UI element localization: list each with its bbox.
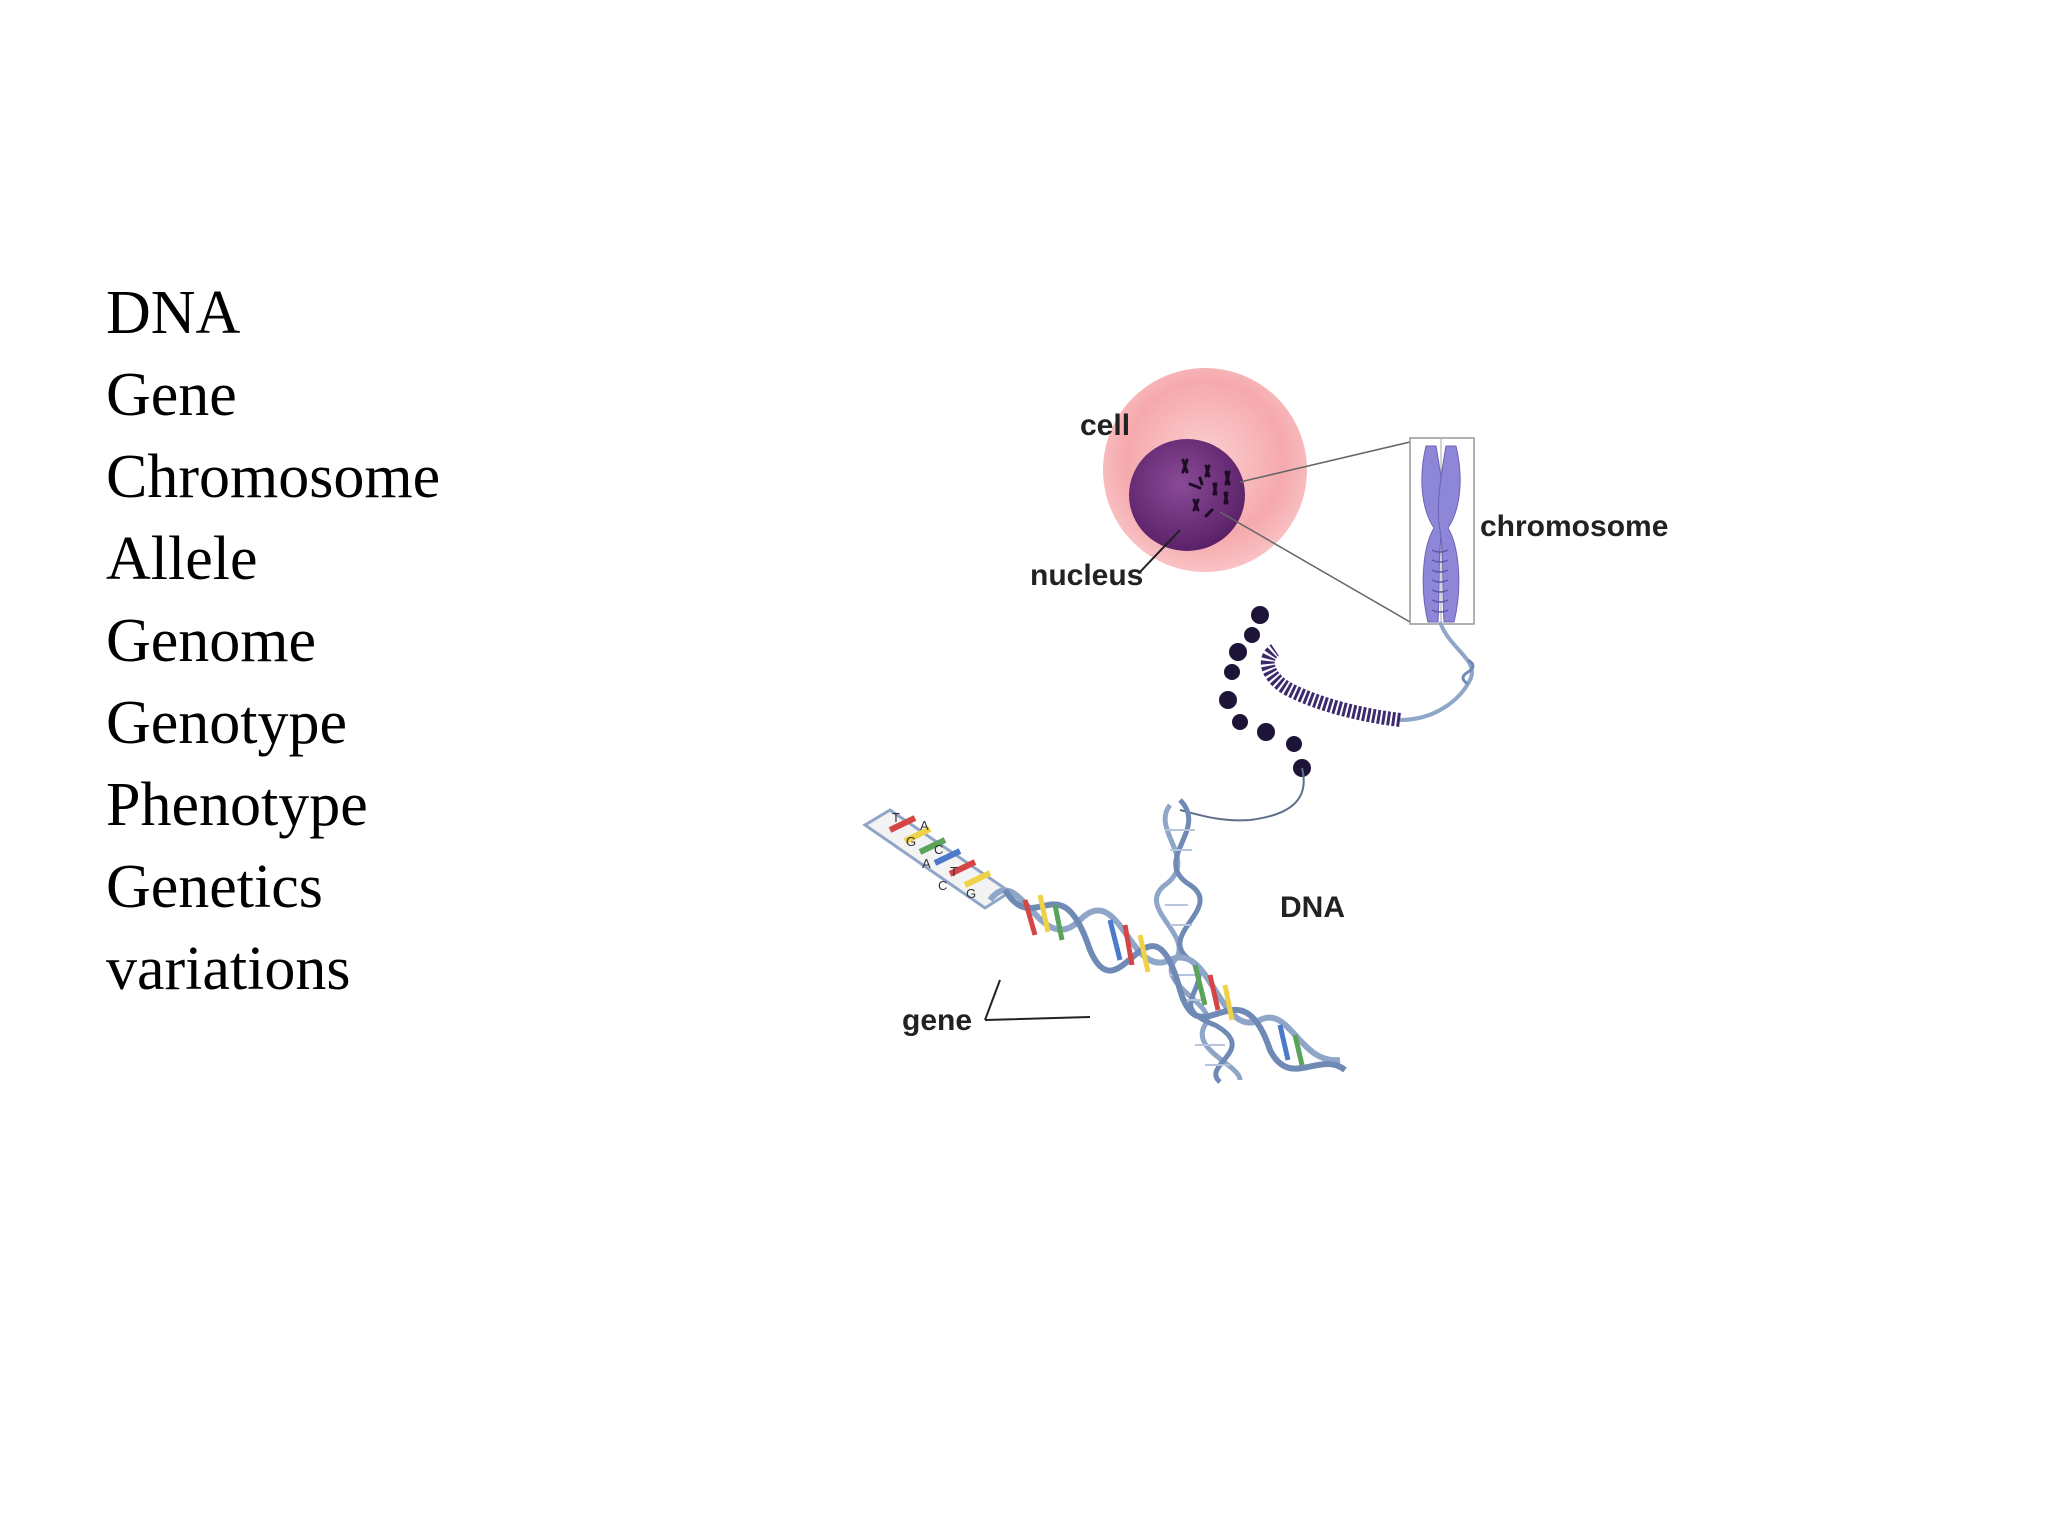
term-item: Genetics <box>106 853 323 921</box>
term-item: DNA <box>106 279 241 347</box>
term-item: variations <box>106 935 351 1003</box>
gene-label: gene <box>902 1004 972 1037</box>
zoom-lines <box>1219 441 1411 623</box>
base-letter: C <box>938 878 947 893</box>
label-pointers <box>984 529 1181 1021</box>
base-letter: G <box>966 886 976 901</box>
nucleus <box>1129 439 1245 551</box>
term-item: Chromosome <box>106 443 441 511</box>
base-letter: G <box>906 834 916 849</box>
term-list: DNA Gene Chromosome Allele Genome Genoty… <box>106 272 440 1010</box>
cell-to-dna-diagram: T A G C A T C G c <box>862 368 1668 1084</box>
term-item: Allele <box>106 525 258 593</box>
chromatin-illustration <box>1179 606 1475 822</box>
base-letter: A <box>920 818 929 833</box>
chromosome-illustration <box>1409 437 1475 625</box>
term-item: Genotype <box>106 689 348 757</box>
term-item: Gene <box>106 361 237 429</box>
term-item: Genome <box>106 607 317 675</box>
dna-helix-long <box>1154 798 1243 1084</box>
chromosome-label: chromosome <box>1480 510 1668 543</box>
base-letter: C <box>934 842 943 857</box>
nucleus-chromosomes <box>1181 458 1231 518</box>
cell-illustration <box>1103 368 1307 572</box>
base-letter: T <box>892 810 900 825</box>
base-letter: T <box>950 864 958 879</box>
term-item: Phenotype <box>106 771 368 839</box>
dna-helix-gene: T A G C A T C G <box>862 808 1347 1073</box>
nucleus-label: nucleus <box>1030 559 1143 592</box>
cell-label: cell <box>1080 409 1130 442</box>
base-letter: A <box>922 856 931 871</box>
dna-label: DNA <box>1280 891 1345 924</box>
